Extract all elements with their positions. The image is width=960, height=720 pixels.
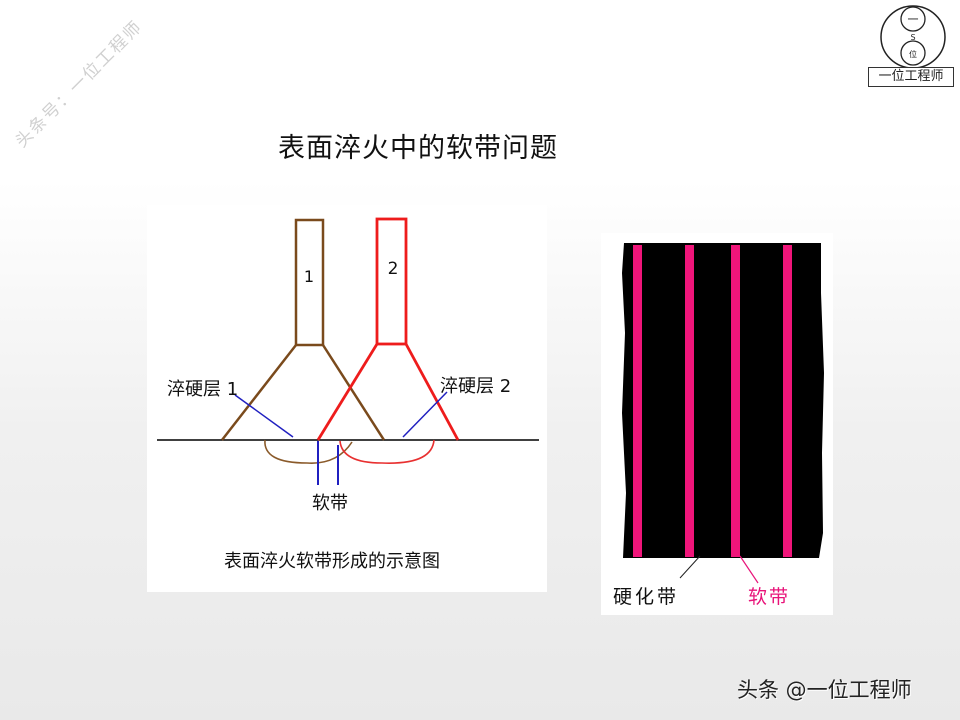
inductor-2-label: 2 [388,259,399,279]
diagonal-watermark: 头条号：一位工程师 [11,16,147,152]
logo-bottom-glyph: 位 [909,49,917,59]
hardened-layer-2-label: 淬硬层 2 [440,376,511,397]
hardened-band-surface [622,243,824,558]
soft-band-label: 软带 [312,493,348,514]
soft-band-leader [739,555,759,584]
logo-label: 一位工程师 [868,67,954,87]
logo-emblem-icon: 一 S 位 [880,5,946,69]
hardened-layer-2-leader [402,391,448,438]
slide-title: 表面淬火中的软带问题 [278,133,558,164]
brand-logo: 一 S 位 一位工程师 [866,4,958,89]
hardened-layer-1-label: 淬硬层 1 [167,379,238,400]
inductor-1 [221,218,386,441]
logo-middle-glyph: S [910,33,915,42]
hardened-layer-1-arc [264,439,353,464]
soft-band-stripe [783,245,792,557]
hardened-band-leader [679,555,701,579]
soft-band-surface-pattern: 硬化带 软带 [601,233,833,615]
hardened-layer-1-leader [234,394,294,438]
hardened-layer-2-arc [339,439,435,464]
soft-band-stripe [633,245,642,557]
soft-band-stripe [731,245,740,557]
inductor-2 [316,217,460,441]
soft-band-formation-diagram: 1 2 淬硬层 1 淬硬层 2 软带 表面淬火软带形成的示意图 [147,205,547,592]
diagram-caption: 表面淬火软带形成的示意图 [224,551,440,572]
inductor-1-label: 1 [304,267,314,286]
footer-credit: 头条 @一位工程师 [737,678,912,702]
hardened-band-label: 硬化带 [613,586,679,608]
logo-top-glyph: 一 [908,13,919,26]
soft-band-pattern-label: 软带 [748,586,790,608]
soft-band-stripe [685,245,694,557]
